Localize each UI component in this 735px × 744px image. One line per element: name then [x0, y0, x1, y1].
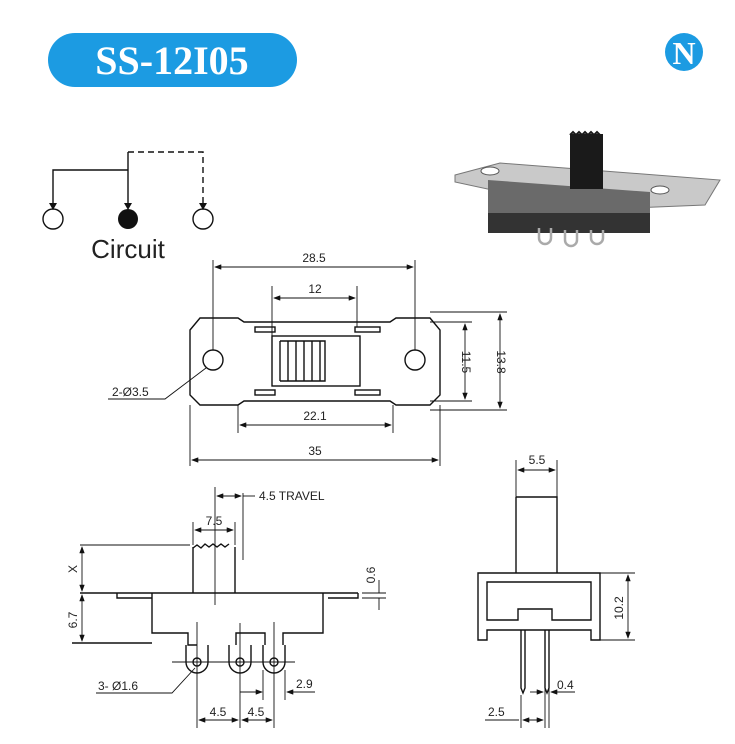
brand-logo: N — [665, 33, 703, 71]
hole-note: 2-Ø3.5 — [112, 385, 149, 399]
logo-letter: N — [672, 35, 695, 71]
dim-pitch-2: 4.5 — [248, 705, 265, 719]
end-view-drawing: 5.5 10.2 0.4 2.5 — [477, 453, 635, 728]
model-title: SS-12I05 — [95, 38, 248, 83]
dim-hole-spacing: 28.5 — [302, 251, 326, 265]
dim-end-actuator-width: 5.5 — [529, 453, 546, 467]
model-title-badge: SS-12I05 — [48, 33, 297, 87]
dim-body-height: 6.7 — [66, 611, 80, 628]
product-photo — [454, 130, 721, 248]
top-view-drawing: 28.5 12 22.1 35 11.5 13.8 2-Ø3.5 — [108, 251, 508, 466]
dim-end-body-height: 10.2 — [612, 596, 626, 620]
dim-pin-thickness: 0.4 — [557, 678, 574, 692]
circuit-diagram: Circuit — [42, 151, 214, 264]
dim-inner-length: 22.1 — [303, 409, 327, 423]
dim-pin-spacing: 2.5 — [488, 705, 505, 719]
dim-actuator-height: X — [66, 565, 80, 573]
dim-pin-offset: 2.9 — [296, 677, 313, 691]
circuit-label: Circuit — [91, 234, 165, 264]
dim-plate-thickness: 0.6 — [364, 566, 378, 583]
dim-total-length: 35 — [308, 444, 322, 458]
dim-travel: 4.5 TRAVEL — [259, 489, 325, 503]
side-view-drawing: 4.5 TRAVEL 7.5 X 6.7 0.6 3- Ø1.6 2.9 4.5… — [66, 487, 386, 728]
dim-pitch-1: 4.5 — [210, 705, 227, 719]
dim-window: 12 — [308, 282, 322, 296]
dim-actuator-width: 7.5 — [206, 514, 223, 528]
dim-total-height: 13.8 — [494, 350, 508, 374]
dim-inner-height: 11.5 — [459, 351, 473, 374]
pin-note: 3- Ø1.6 — [98, 679, 138, 693]
